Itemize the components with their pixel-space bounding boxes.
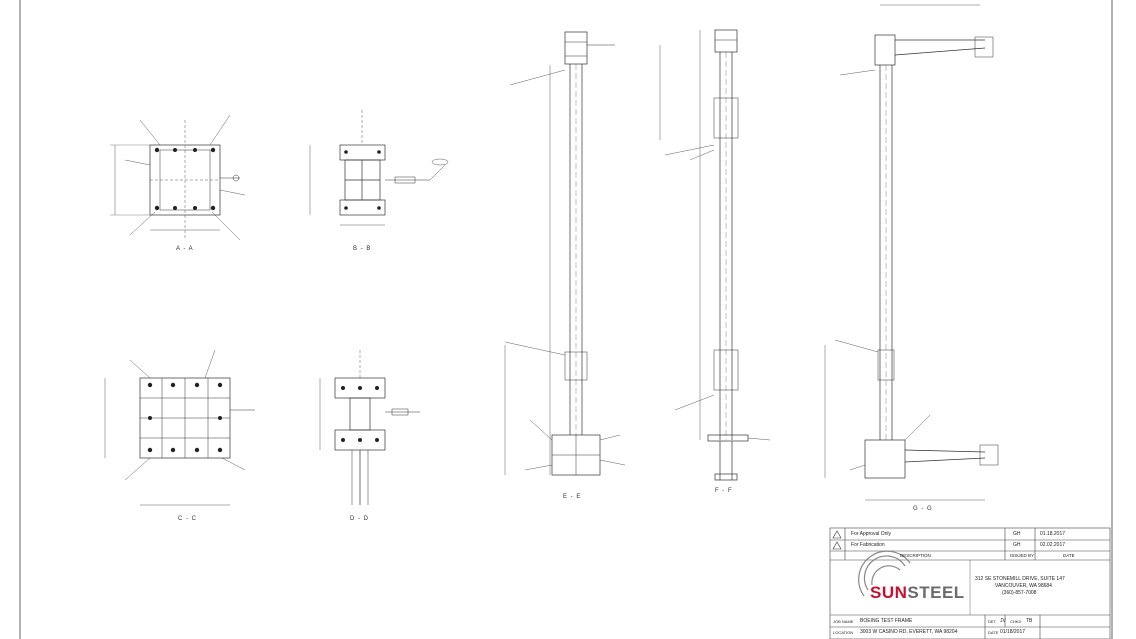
revision-2-description: For Fabrication	[851, 542, 885, 548]
location-value: 3003 W CASINO RD, EVERETT, WA 98204	[860, 629, 958, 635]
job-name-value: BOEING TEST FRAME	[860, 618, 913, 624]
revision-header-date: DATE	[1063, 553, 1075, 558]
checked-value: TB	[1026, 618, 1033, 624]
detail-c-c	[104, 349, 255, 506]
elevation-g-g	[824, 4, 999, 501]
company-address-line2: VANCOUVER, WA 98684	[995, 583, 1052, 589]
revision-1-description: For Approval Only	[851, 531, 892, 537]
revision-1-by: GH	[1013, 531, 1021, 537]
detail-a-a	[110, 114, 246, 241]
section-label-d: D - D	[350, 516, 369, 522]
company-phone: (360)-857-7008	[1002, 590, 1037, 596]
revision-2-by: GH	[1013, 542, 1021, 548]
detailer-label: DET.	[988, 619, 997, 624]
logo-sun-text: SUN	[870, 583, 908, 602]
revision-header-description: DESCRIPTION	[900, 553, 931, 558]
logo-steel-text: STEEL	[907, 583, 965, 602]
detail-d-d	[319, 350, 420, 505]
checked-label: CHKD	[1010, 619, 1022, 624]
company-address-line1: 312 SE STONEMILL DRIVE, SUITE 147	[975, 576, 1065, 582]
revision-triangles	[832, 530, 842, 550]
section-label-b: B - B	[353, 246, 372, 252]
revision-header-by: ISSUED BY	[1010, 553, 1035, 558]
detailer-value: JV	[1000, 618, 1006, 624]
job-name-label: JOB NAME	[833, 619, 854, 624]
sheet-border	[19, 0, 1113, 639]
revision-1-date: 01.18.2017	[1040, 531, 1066, 537]
elevation-e-e	[504, 31, 626, 476]
section-label-e: E - E	[563, 494, 582, 500]
location-label: LOCATION	[833, 630, 854, 635]
detail-b-b	[309, 110, 449, 226]
elevation-f-f	[659, 29, 771, 481]
section-label-a: A - A	[176, 246, 194, 252]
sunsteel-logo: SUNSTEEL	[870, 583, 965, 603]
section-label-g: G - G	[913, 506, 933, 512]
date-value: 01/18/2017	[1000, 629, 1026, 635]
revision-2-date: 02.02.2017	[1040, 542, 1066, 548]
sunsteel-logo-mark	[858, 550, 911, 597]
section-label-f: F - F	[715, 488, 733, 494]
title-block-frame	[829, 527, 1111, 639]
section-label-c: C - C	[178, 516, 197, 522]
date-label: DATE	[988, 630, 999, 635]
